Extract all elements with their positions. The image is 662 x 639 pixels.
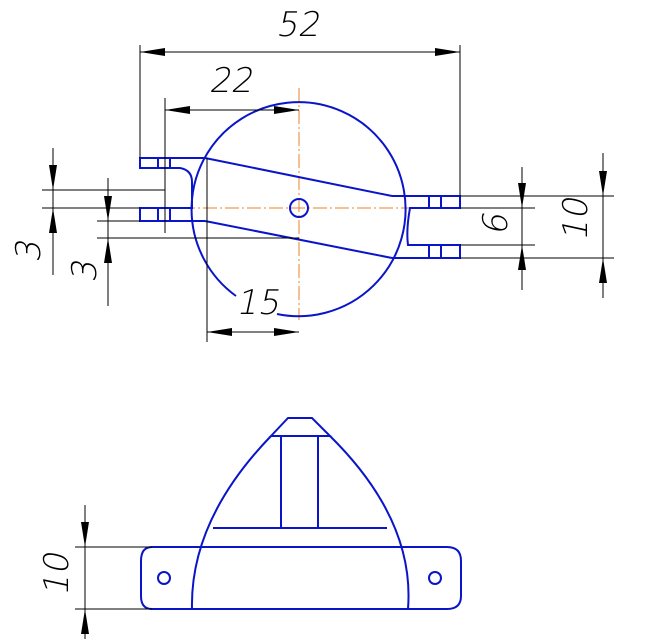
mounting-hole-left [157, 571, 171, 585]
dimension-10-right: 10 [460, 153, 614, 298]
dome-outline [190, 435, 410, 610]
base-circle-outline [190, 101, 407, 318]
dimension-15: 15 [206, 158, 299, 342]
left-lugs [139, 157, 205, 222]
body-edge-top [204, 157, 393, 197]
front-view: 10 [37, 417, 462, 639]
dimension-label: 10 [37, 547, 77, 599]
dimension-label: 15 [234, 283, 286, 323]
center-hole [289, 198, 309, 218]
body-edge-bottom [204, 220, 393, 259]
mounting-hole-right [428, 571, 442, 585]
dimension-label: 52 [274, 5, 326, 45]
dimension-label: 3 [65, 255, 105, 285]
dome-cap [268, 417, 333, 437]
dimension-22: 22 [164, 61, 299, 233]
top-view: 52 22 15 3 3 [9, 5, 614, 342]
base-plate [140, 546, 462, 610]
dimension-52: 52 [139, 5, 461, 196]
dimension-label: 22 [207, 61, 259, 101]
right-lugs [392, 195, 461, 259]
dimension-label: 3 [9, 235, 49, 265]
dimension-10-bottom: 10 [37, 505, 152, 639]
dimension-label: 10 [556, 192, 596, 244]
dimension-6: 6 [460, 167, 535, 290]
dimension-label: 6 [476, 208, 516, 238]
